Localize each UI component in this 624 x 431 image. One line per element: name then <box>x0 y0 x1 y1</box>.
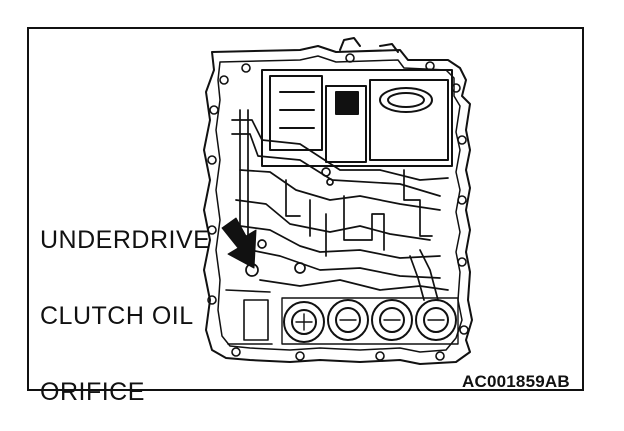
callout-line-1: UNDERDRIVE <box>40 226 211 254</box>
illustration-frame <box>27 27 584 391</box>
figure-id: AC001859AB <box>462 372 570 391</box>
callout-line-3: ORIFICE <box>40 378 145 406</box>
solenoid-bores <box>281 297 459 345</box>
valve-body-outline <box>203 45 473 365</box>
bolt-holes <box>207 53 469 361</box>
callout-line-2: CLUTCH OIL <box>40 302 194 330</box>
arrow-pointer-icon <box>221 217 257 269</box>
oil-passages <box>231 109 449 301</box>
callout-label: UNDERDRIVE CLUTCH OIL ORIFICE <box>40 178 210 431</box>
lower-left-detail <box>225 289 273 345</box>
upper-valve-housing <box>261 37 453 167</box>
